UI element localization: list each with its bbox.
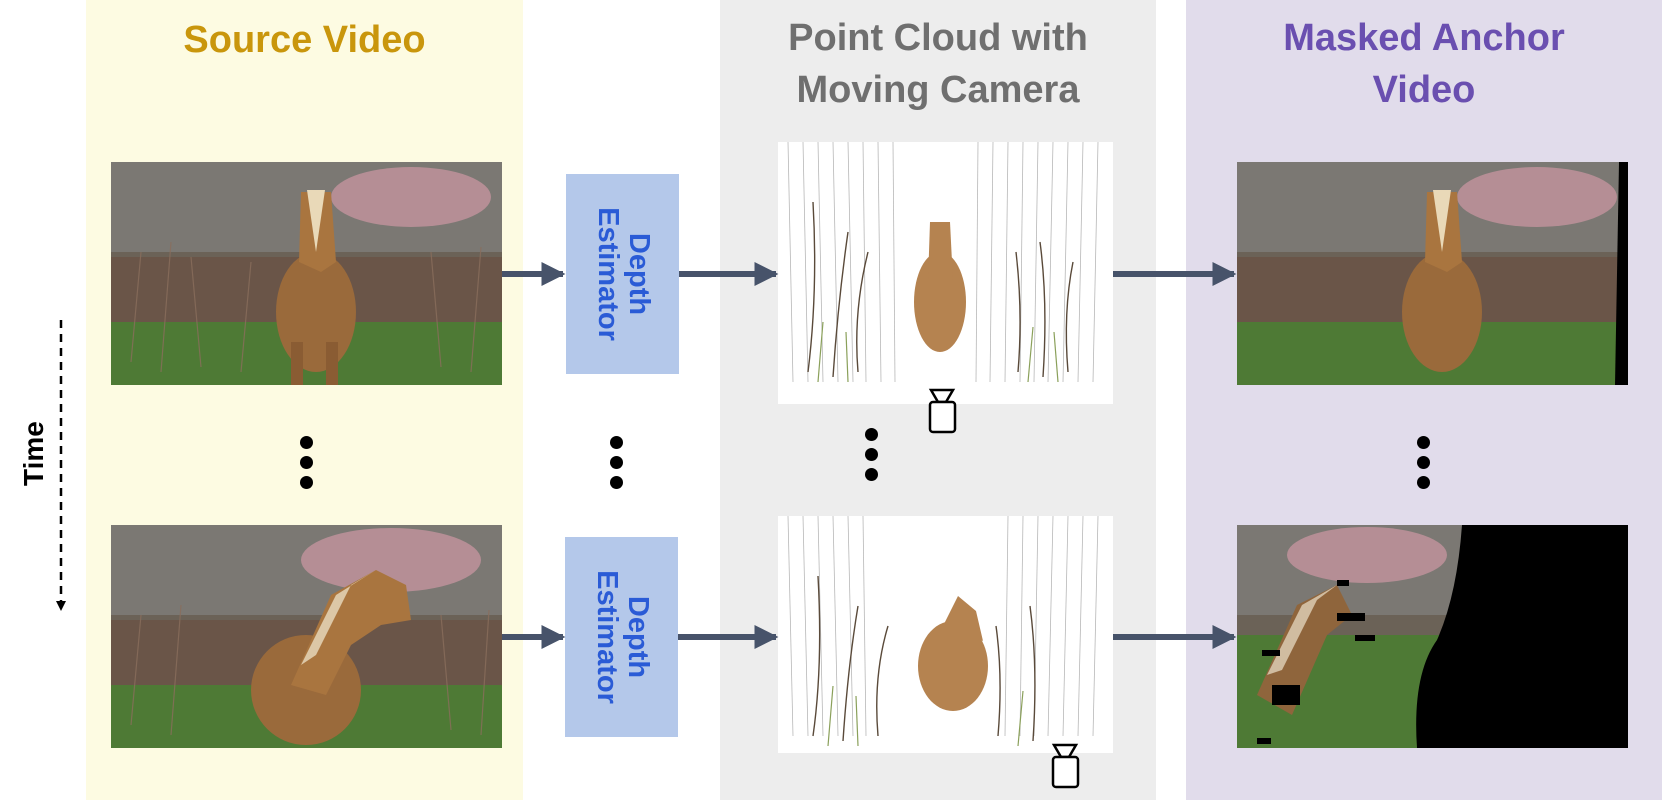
point-cloud-frame-first	[778, 142, 1113, 404]
camera-icon	[928, 388, 957, 434]
camera-icon	[1051, 743, 1080, 789]
depth-estimator-box-last: Depth Estimator	[565, 537, 678, 737]
source-video-title: Source Video	[86, 14, 523, 66]
vertical-ellipsis-icon	[865, 428, 879, 488]
masked-anchor-frame-last	[1237, 525, 1628, 748]
masked-anchor-frame-first	[1237, 162, 1628, 385]
point-cloud-title-line1: Point Cloud with	[788, 17, 1088, 59]
masked-anchor-title-line1: Masked Anchor	[1283, 17, 1565, 59]
vertical-ellipsis-icon	[300, 436, 314, 496]
masked-anchor-title-line2: Video	[1372, 69, 1476, 111]
masked-anchor-title: Masked Anchor Video	[1186, 12, 1662, 116]
vertical-ellipsis-icon	[610, 436, 624, 496]
depth-estimator-box-first: Depth Estimator	[566, 174, 679, 374]
vertical-ellipsis-icon	[1417, 436, 1431, 496]
point-cloud-title-line2: Moving Camera	[796, 69, 1080, 111]
point-cloud-title: Point Cloud with Moving Camera	[720, 12, 1156, 116]
point-cloud-frame-last	[778, 516, 1113, 753]
source-video-title-text: Source Video	[183, 19, 426, 61]
source-frame-last	[111, 525, 502, 748]
source-frame-first	[111, 162, 502, 385]
